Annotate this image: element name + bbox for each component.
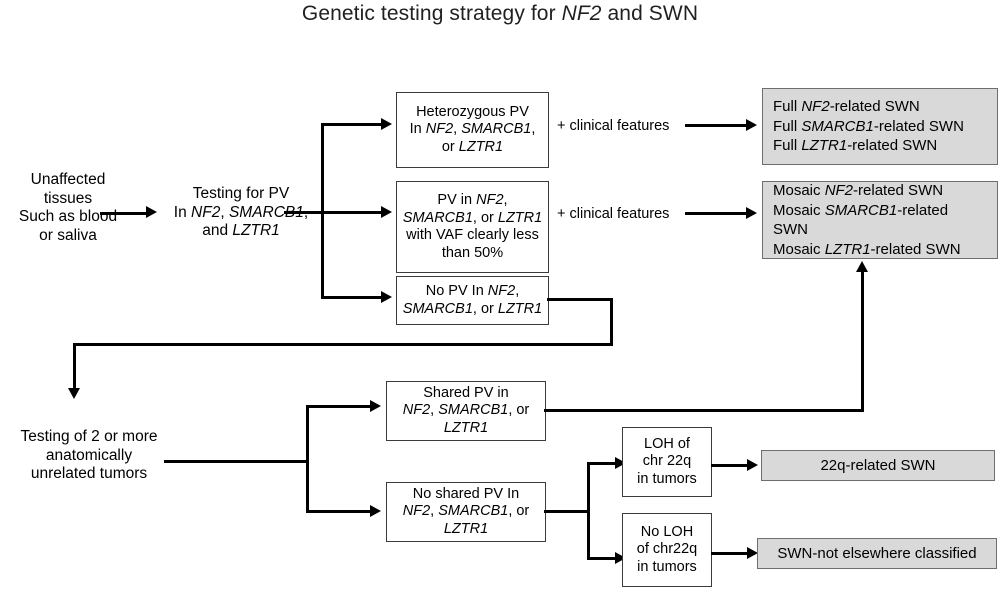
result-22q-swn-label: 22q-related SWN [820, 456, 936, 474]
node-loh-label: LOH of chr 22q in tumors [637, 435, 697, 487]
node-loh-box: LOH of chr 22q in tumors [622, 427, 712, 497]
edge-trunk-to-het-pv [321, 123, 383, 126]
arrowhead-trunk-to-no-shared-pv [370, 505, 381, 517]
edge-no-pv-left [73, 343, 613, 346]
node-tumor-test: Testing of 2 or more anatomically unrela… [20, 428, 158, 482]
arrowhead-het-pv-to-full-swn [746, 119, 757, 131]
edge-het-pv-to-full-swn [685, 124, 748, 127]
node-start: Unaffected tissues Such as blood or sali… [18, 171, 118, 244]
arrowhead-fork-to-no-loh [615, 552, 626, 564]
node-shared-pv-box: Shared PV in NF2, SMARCB1, or LZTR1 [386, 381, 546, 441]
edge-germline-trunk-stem [284, 211, 324, 214]
arrowhead-mosaic-pv-to-mosaic-swn [746, 207, 757, 219]
edge-mosaic-pv-to-mosaic-swn [685, 212, 748, 215]
node-het-pv-label: Heterozygous PV In NF2, SMARCB1, or LZTR… [409, 103, 536, 155]
edge-shared-pv-up [861, 272, 864, 412]
edge-trunk-to-shared-pv [306, 405, 372, 408]
result-mosaic-swn-label: Mosaic NF2-related SWN Mosaic SMARCB1-re… [773, 182, 961, 258]
arrowhead-loh-to-22q [747, 459, 758, 471]
edge-start-to-germline [100, 212, 148, 215]
arrowhead-trunk-to-shared-pv [370, 400, 381, 412]
edge-loh-to-22q [711, 464, 749, 467]
result-swn-nec-box: SWN-not elsewhere classified [757, 538, 997, 569]
arrowhead-no-loh-to-nec [747, 547, 758, 559]
arrowhead-trunk-to-no-pv [381, 291, 392, 303]
result-22q-swn-box: 22q-related SWN [761, 450, 995, 481]
edge-no-pv-down [610, 298, 613, 346]
edge-no-loh-to-nec [711, 552, 749, 555]
edge-fork-to-no-loh [587, 557, 619, 560]
node-no-pv-label: No PV In NF2, SMARCB1, or LZTR1 [402, 283, 543, 317]
node-no-pv-box: No PV In NF2, SMARCB1, or LZTR1 [396, 276, 549, 325]
page-title: Genetic testing strategy for NF2 and SWN [301, 2, 699, 25]
node-no-shared-pv-box: No shared PV In NF2, SMARCB1, or LZTR1 [386, 482, 546, 542]
result-mosaic-swn-box: Mosaic NF2-related SWN Mosaic SMARCB1-re… [762, 181, 998, 259]
edge-shared-pv-right [544, 409, 864, 412]
arrowhead-fork-to-loh [615, 457, 626, 469]
arrowhead-start-to-germline [146, 206, 157, 218]
node-het-pv-box: Heterozygous PV In NF2, SMARCB1, or LZTR… [396, 92, 549, 168]
edge-trunk-to-no-shared-pv [306, 510, 372, 513]
edge-no-shared-pv-stem [544, 510, 590, 513]
node-germline-test: Testing for PV In NF2, SMARCB1, and LZTR… [173, 185, 308, 239]
edge-loh-fork-trunk [587, 462, 590, 560]
result-full-swn-box: Full NF2-related SWN Full SMARCB1-relate… [762, 88, 998, 165]
edge-fork-to-loh [587, 462, 619, 465]
node-mosaic-pv-box: PV in NF2, SMARCB1, or LZTR1 with VAF cl… [396, 181, 549, 273]
edge-no-pv-down-to-tumor [73, 343, 76, 390]
edge-trunk-to-mosaic-pv [321, 211, 383, 214]
node-no-loh-label: No LOH of chr22q in tumors [636, 523, 698, 575]
edge-label-clinical-features-mid: + clinical features [557, 206, 670, 222]
result-swn-nec-label: SWN-not elsewhere classified [777, 544, 977, 562]
result-full-swn-label: Full NF2-related SWN Full SMARCB1-relate… [773, 98, 964, 155]
edge-label-clinical-features-top: + clinical features [557, 118, 670, 134]
arrowhead-shared-pv-to-mosaic-swn [856, 261, 868, 272]
node-shared-pv-label: Shared PV in NF2, SMARCB1, or LZTR1 [402, 384, 530, 436]
arrowhead-trunk-to-het-pv [381, 118, 392, 130]
edge-trunk-to-no-pv [321, 296, 383, 299]
edge-no-pv-right [547, 298, 613, 301]
edge-tumor-test-stem [164, 460, 309, 463]
node-no-shared-pv-label: No shared PV In NF2, SMARCB1, or LZTR1 [402, 485, 530, 537]
arrowhead-trunk-to-mosaic-pv [381, 206, 392, 218]
arrowhead-no-pv-to-tumor-test [68, 388, 80, 399]
edge-tumor-test-trunk [306, 405, 309, 513]
node-no-loh-box: No LOH of chr22q in tumors [622, 513, 712, 587]
node-mosaic-pv-label: PV in NF2, SMARCB1, or LZTR1 with VAF cl… [402, 192, 543, 261]
